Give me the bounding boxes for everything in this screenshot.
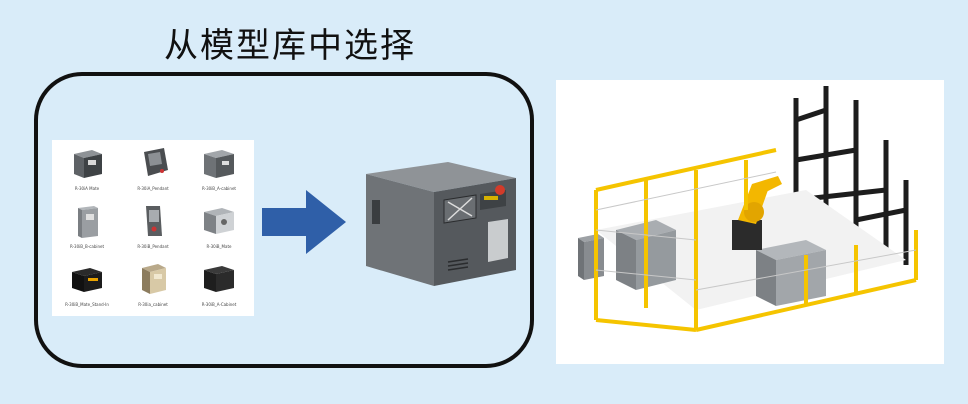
library-item-r30ib-a-cabinet[interactable]: R-30iB_A-cabinet bbox=[186, 142, 252, 200]
model-library-panel: R-30iA Mate R-30iA_Pendant R-30iB_A-cabi… bbox=[52, 140, 254, 316]
controller-box-icon bbox=[72, 268, 102, 292]
model-library-frame bbox=[34, 72, 534, 368]
library-item-r30ia-cabinet[interactable]: R-30ia_cabinet bbox=[120, 258, 186, 316]
controller-box-icon bbox=[204, 150, 234, 178]
controller-box-icon bbox=[78, 206, 98, 238]
library-item-label: R-30ia_cabinet bbox=[138, 302, 168, 307]
page-title: 从模型库中选择 bbox=[164, 26, 416, 66]
library-item-label: R-30iB_A-Cabinet bbox=[201, 302, 237, 307]
library-item-r30ib-b-cabinet[interactable]: R-30iB_B-cabinet bbox=[54, 200, 120, 258]
library-item-r30ia-mate[interactable]: R-30iA Mate bbox=[54, 142, 120, 200]
library-item-label: R-30iB_Mate bbox=[206, 244, 232, 249]
library-item-label: R-30iA_Pendant bbox=[137, 186, 169, 191]
library-item-label: R-30iA Mate bbox=[74, 186, 100, 191]
teach-pendant-icon bbox=[146, 206, 162, 236]
library-item-r30ia-pendant[interactable]: R-30iA_Pendant bbox=[120, 142, 186, 200]
controller-box-icon bbox=[204, 266, 234, 292]
robot-work-cell-panel bbox=[556, 80, 944, 364]
controller-box-icon bbox=[204, 208, 234, 234]
right-arrow-icon bbox=[262, 190, 346, 254]
library-item-r30ib-mate-stand-in[interactable]: R-30iB_Mate_Stand-In bbox=[54, 258, 120, 316]
library-item-label: R-30iB_Pendant bbox=[137, 244, 169, 249]
library-item-r30ib-pendant[interactable]: R-30iB_Pendant bbox=[120, 200, 186, 258]
controller-box-icon bbox=[74, 150, 102, 178]
robot-work-cell-icon bbox=[578, 86, 918, 332]
library-item-r30ib-mate[interactable]: R-30iB_Mate bbox=[186, 200, 252, 258]
library-item-label: R-30iB_Mate_Stand-In bbox=[65, 302, 109, 307]
library-item-label: R-30iB_A-cabinet bbox=[202, 186, 236, 191]
controller-box-icon bbox=[142, 264, 166, 294]
teach-pendant-icon bbox=[144, 148, 168, 176]
robot-controller-cabinet-icon bbox=[366, 162, 516, 286]
library-item-r30ib-a-cabinet-2[interactable]: R-30iB_A-Cabinet bbox=[186, 258, 252, 316]
library-item-label: R-30iB_B-cabinet bbox=[69, 244, 105, 249]
